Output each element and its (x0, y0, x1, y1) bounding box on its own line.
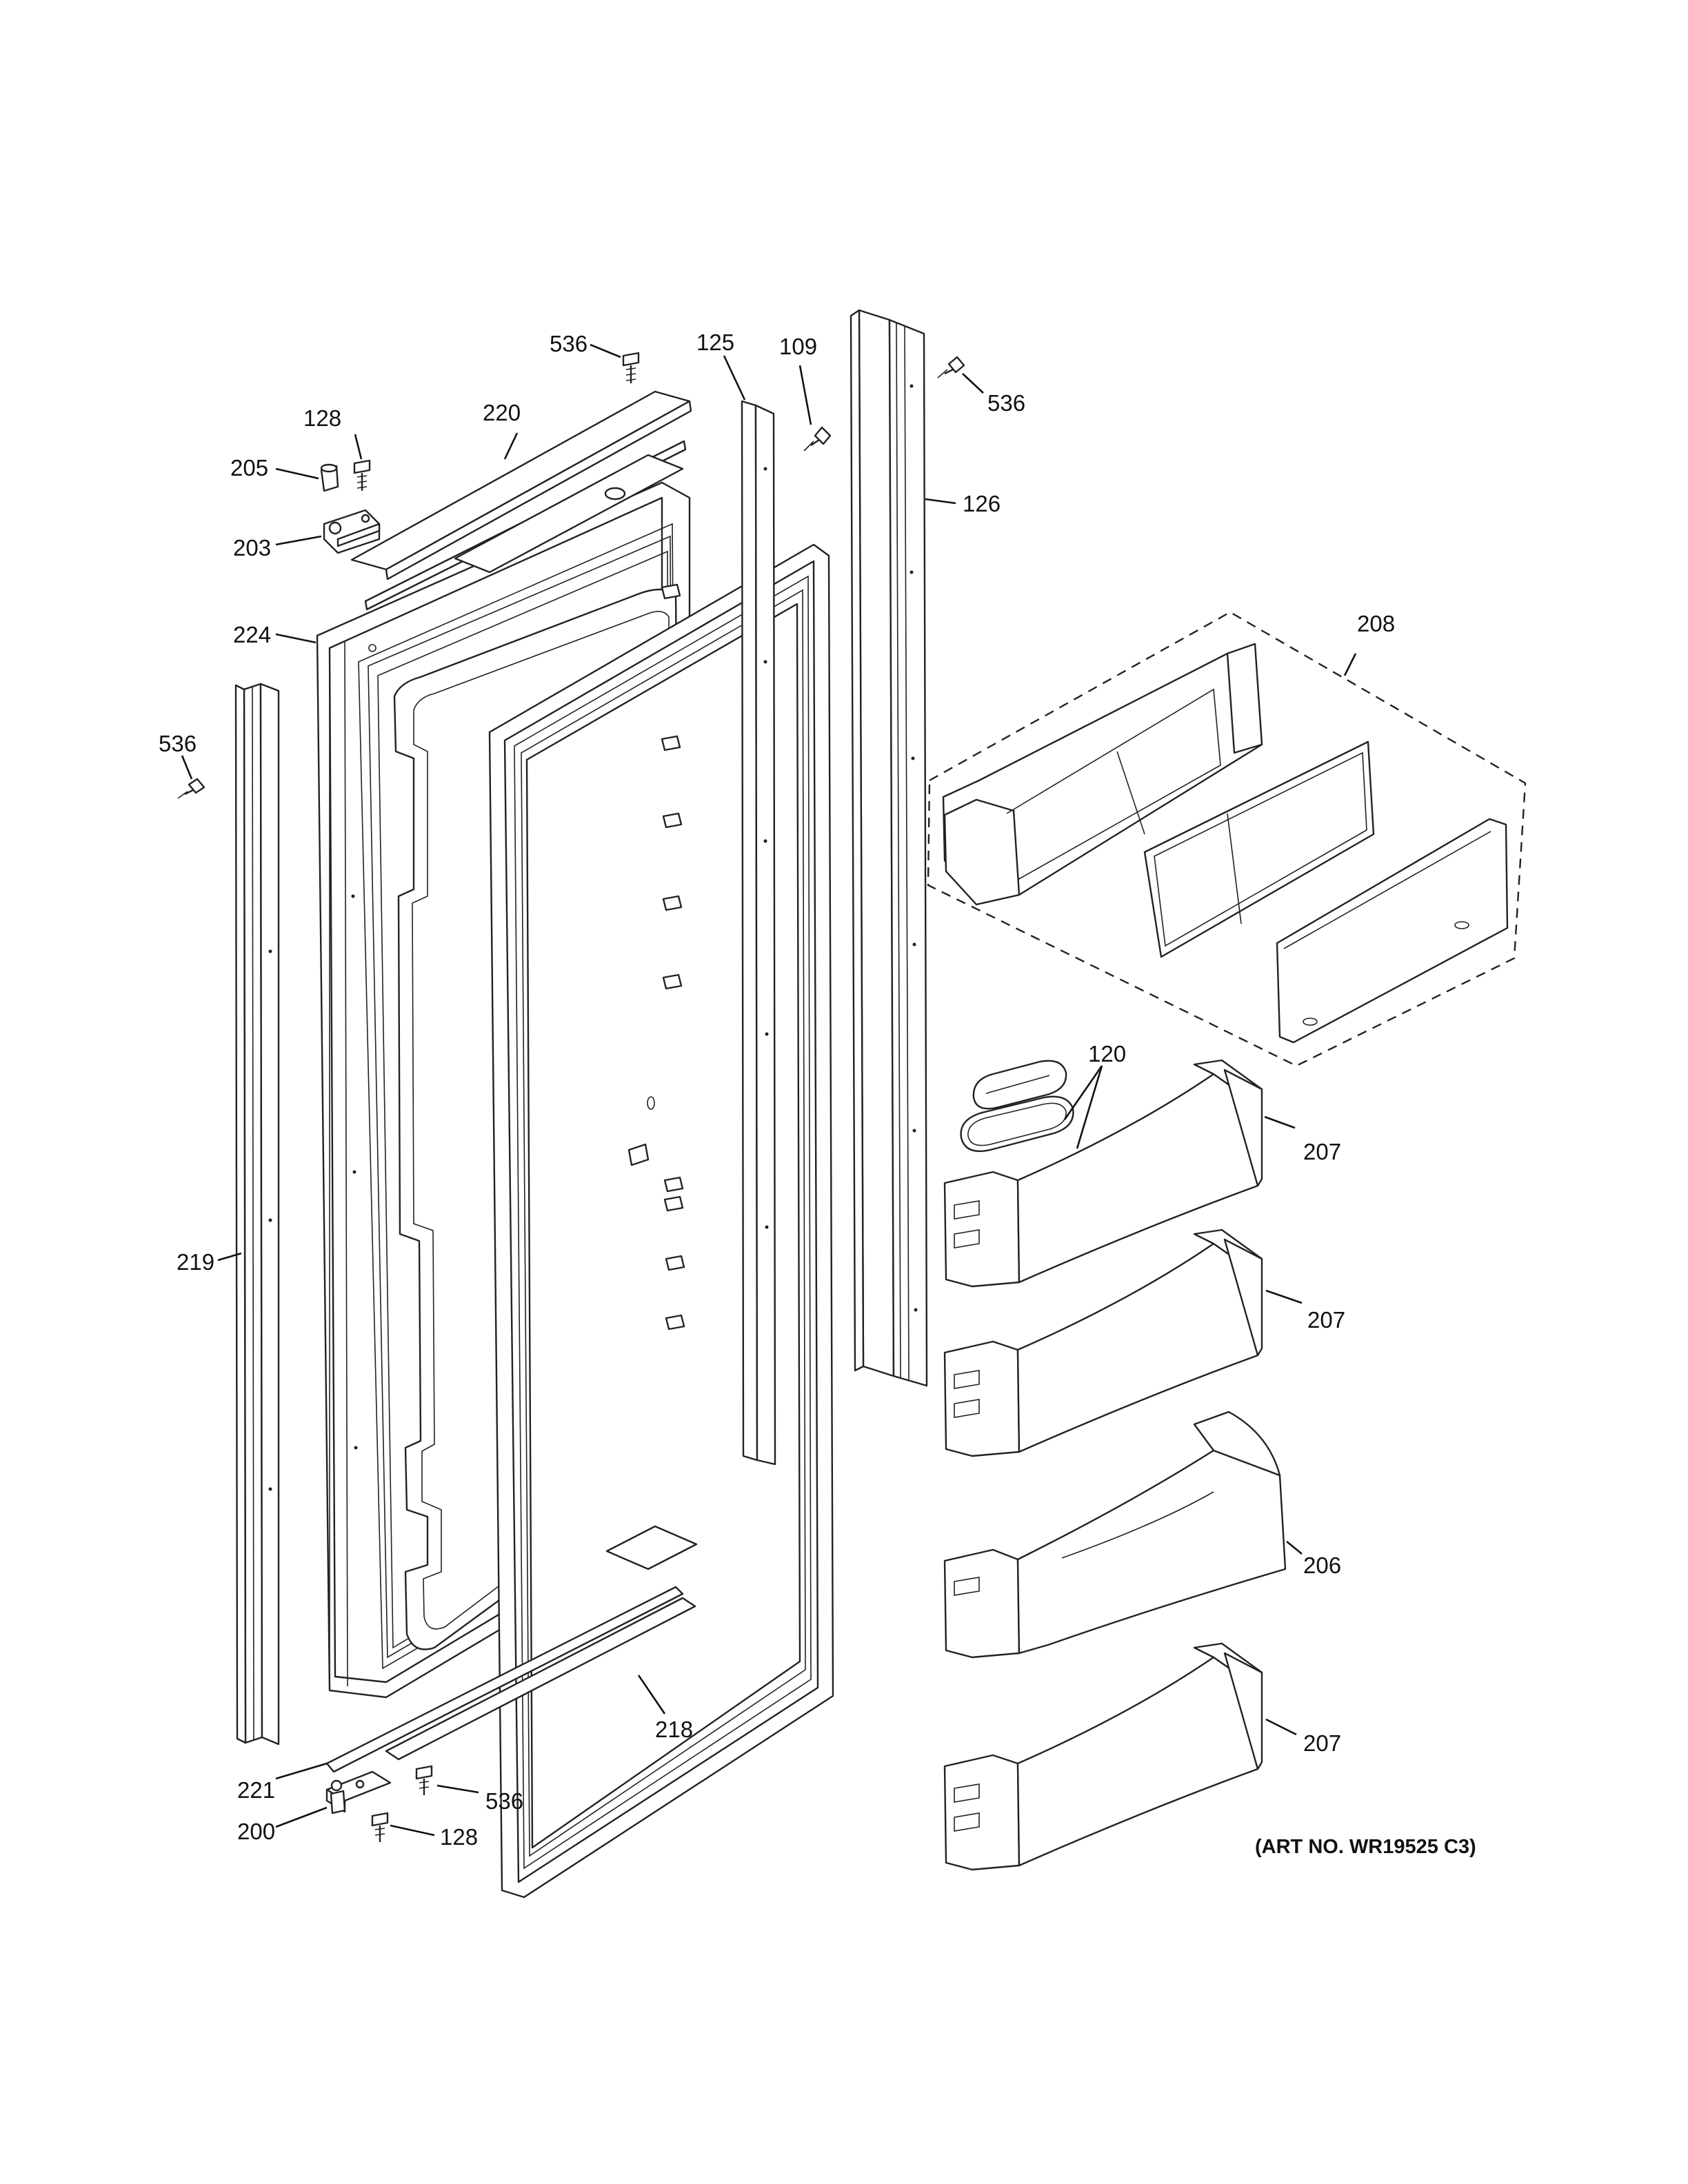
door-bin-207-b (943, 1228, 1263, 1457)
callout-205: 205 (230, 455, 268, 481)
callout-128-top: 128 (303, 405, 341, 431)
door-bin-207-c (943, 1642, 1263, 1871)
callout-224: 224 (233, 622, 271, 647)
screw-536-right (937, 356, 965, 378)
part-219-trim-strip (234, 682, 280, 1746)
liner-bumps (627, 583, 685, 1331)
screws (177, 352, 965, 1842)
callout-207-b: 207 (1307, 1307, 1345, 1333)
callout-221: 221 (237, 1777, 275, 1803)
screw-109 (803, 426, 832, 452)
callout-109: 109 (779, 334, 817, 359)
screw-536-bottom (415, 1765, 433, 1795)
part-218-door-gasket (488, 543, 834, 1899)
callout-536-right: 536 (987, 390, 1025, 416)
callout-536-top: 536 (550, 331, 587, 356)
callout-207-a: 207 (1303, 1139, 1341, 1164)
callout-536-left: 536 (159, 731, 197, 756)
part-220-top-strip (350, 390, 692, 611)
part-200-bottom-hinge (325, 1770, 392, 1814)
part-203-top-hinge (323, 509, 381, 554)
screw-536-left (177, 778, 205, 799)
part-205-bushing (320, 463, 339, 492)
callout-218: 218 (655, 1717, 693, 1742)
callout-203: 203 (233, 535, 271, 560)
part-208-assembly (927, 611, 1527, 1067)
callout-206: 206 (1303, 1553, 1341, 1578)
part-221-bottom-strip (325, 1525, 698, 1773)
door-bin-206 (943, 1410, 1287, 1659)
callout-207-c: 207 (1303, 1730, 1341, 1756)
part-120-caps (960, 1060, 1074, 1153)
callout-labels: 536 125 109 536 128 220 205 126 203 224 … (159, 330, 1476, 1858)
part-126-tall-strip (850, 309, 928, 1387)
callout-219: 219 (177, 1249, 214, 1275)
screw-536-top (622, 352, 640, 383)
leader-lines (181, 343, 1357, 1837)
part-125-vertical-channel (741, 400, 776, 1466)
callout-120: 120 (1088, 1041, 1126, 1066)
callout-200: 200 (237, 1819, 275, 1844)
door-bin-207-a (943, 1059, 1263, 1288)
callout-220: 220 (483, 400, 521, 425)
callout-536-bottom: 536 (485, 1788, 523, 1814)
screw-128-top (353, 459, 371, 491)
screw-128-bottom (371, 1812, 389, 1842)
callout-128-bottom: 128 (440, 1824, 478, 1850)
callout-208: 208 (1357, 611, 1395, 636)
callout-125: 125 (696, 330, 734, 355)
art-number: (ART NO. WR19525 C3) (1255, 1836, 1476, 1858)
callout-126: 126 (963, 491, 1001, 516)
